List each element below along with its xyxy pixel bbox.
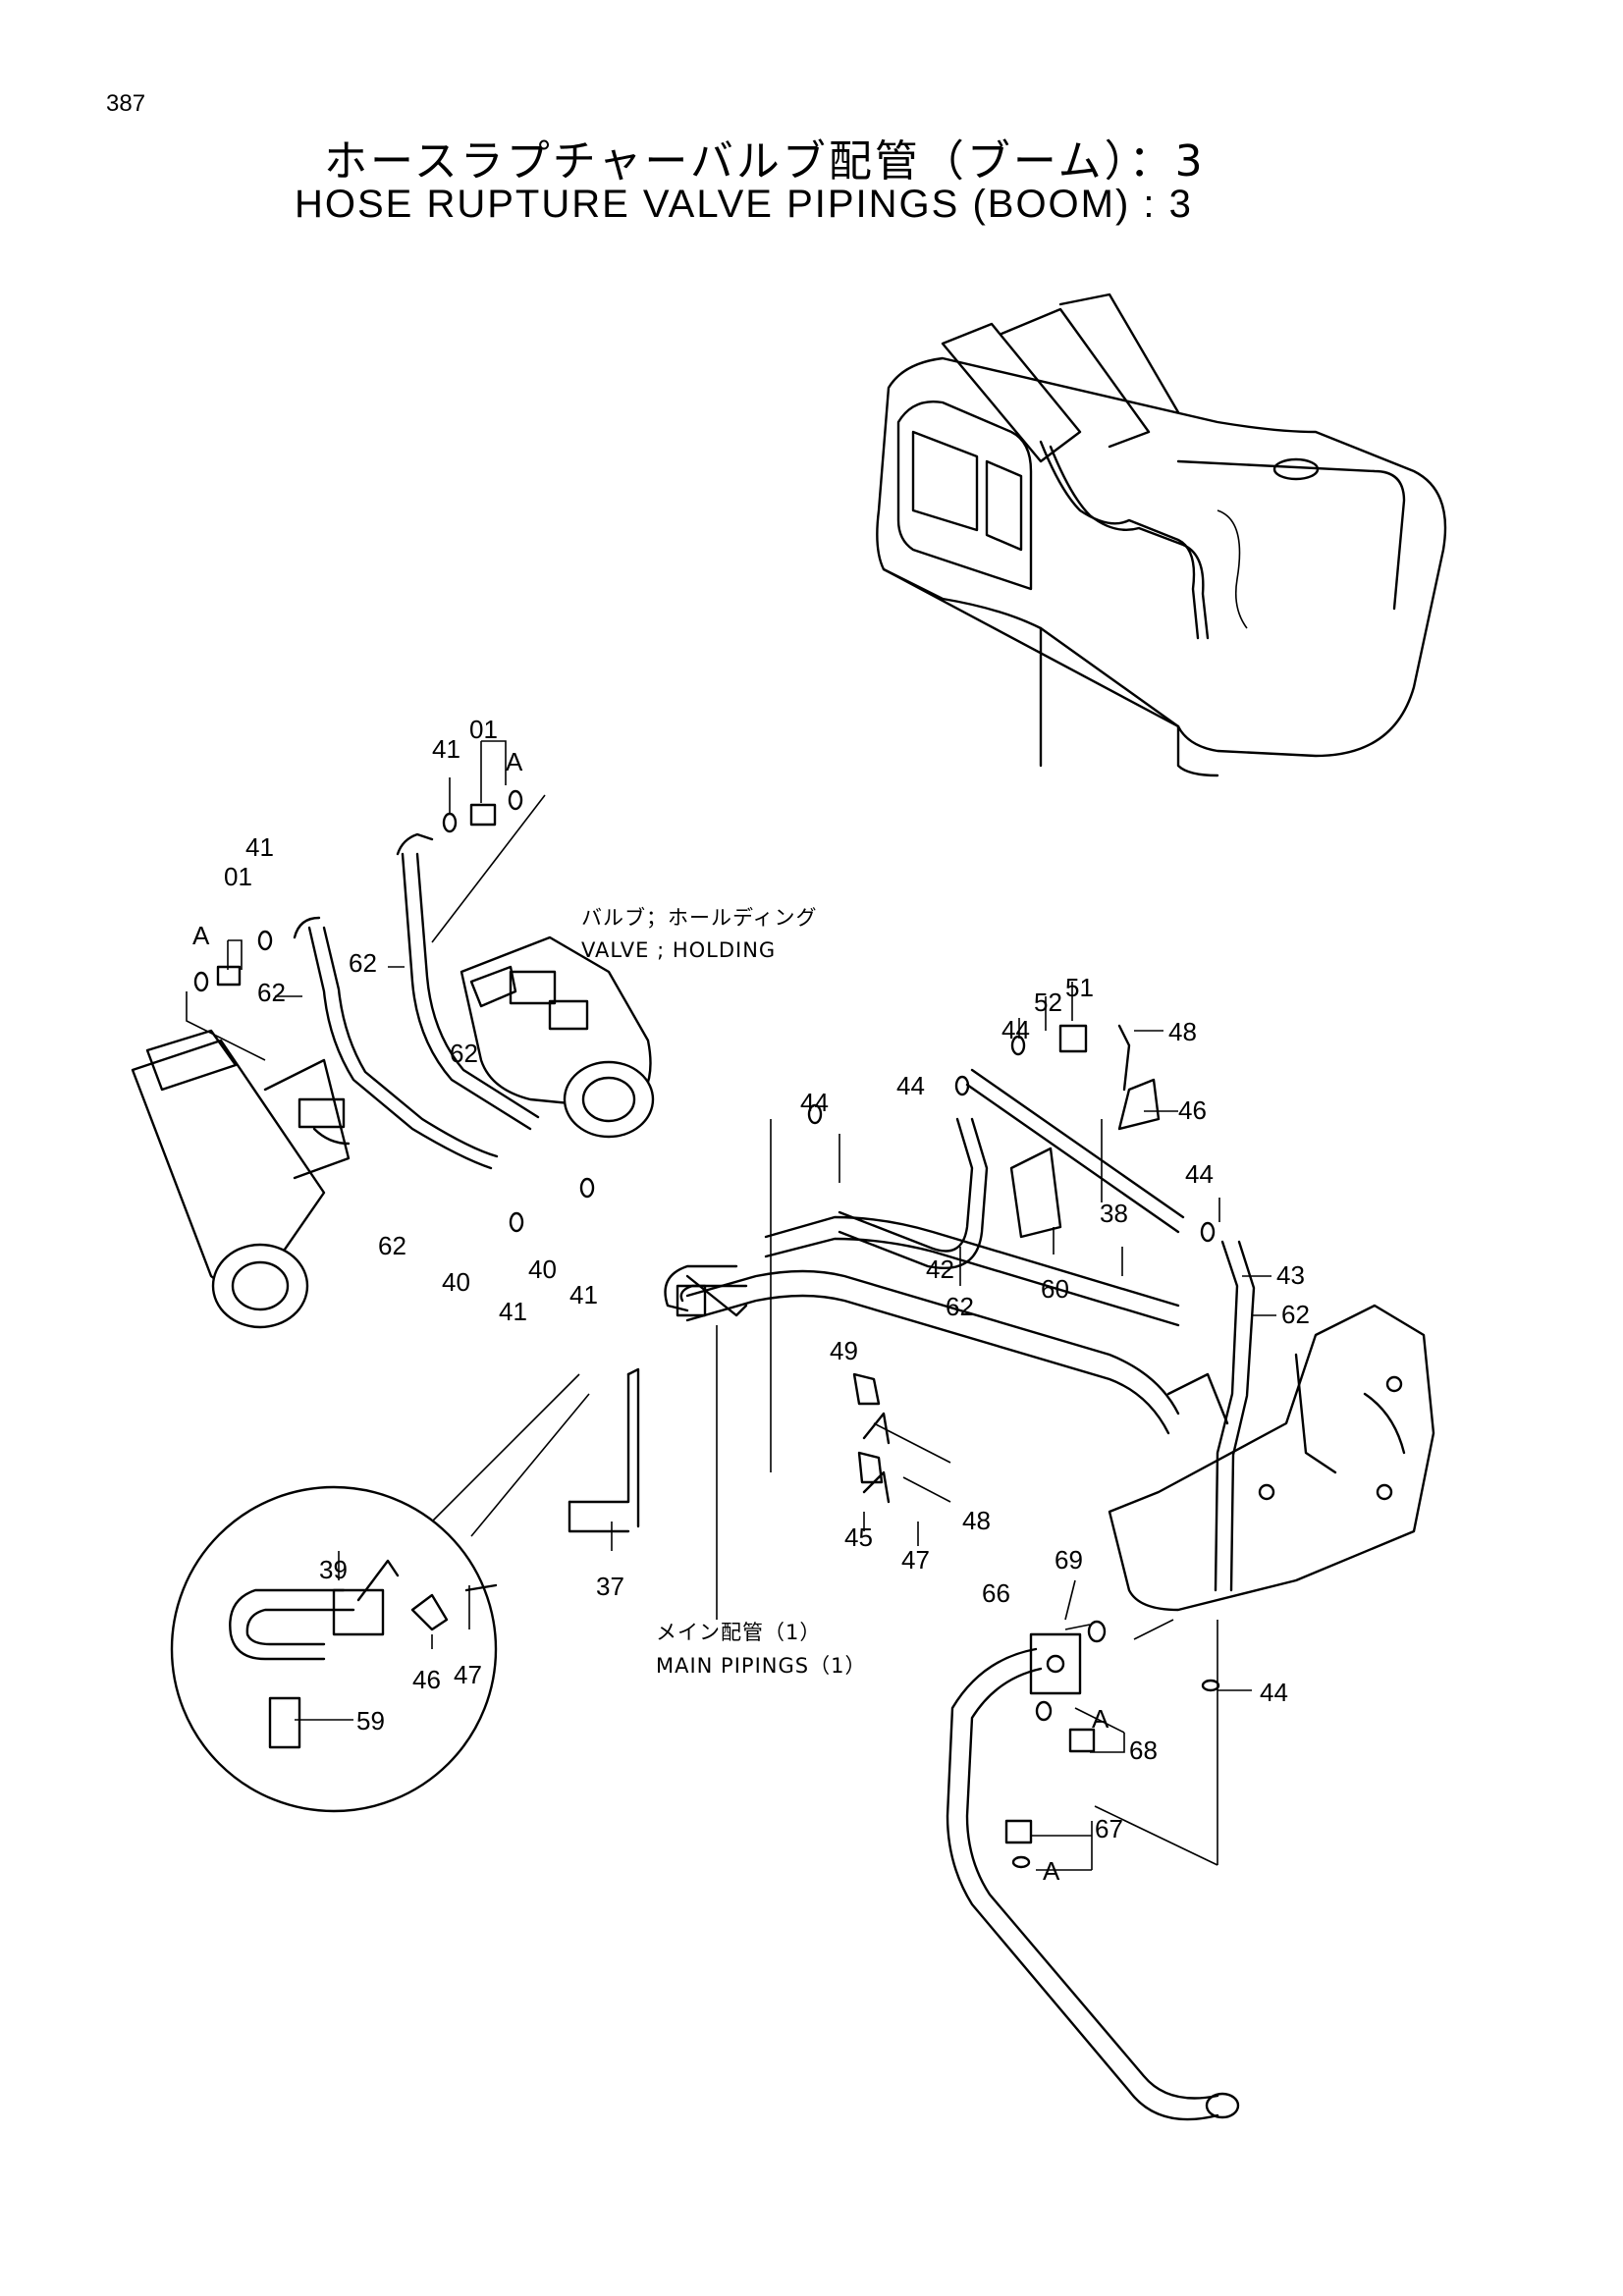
page-number: 387 [106, 90, 146, 117]
callout-66: 66 [982, 1578, 1010, 1608]
valve-label-english: VALVE ; HOLDING [581, 938, 776, 962]
callout-46-detail: 46 [412, 1665, 441, 1694]
callout-labels: 01 A 41 41 01 A 62 62 62 62 40 40 41 41 … [192, 715, 1310, 1886]
callout-45: 45 [844, 1522, 873, 1552]
boom-cylinder-left [131, 1029, 351, 1329]
callout-42: 42 [926, 1255, 954, 1284]
title-english: HOSE RUPTURE VALVE PIPINGS (BOOM) : 3 [295, 183, 1193, 226]
callout-47-detail: 47 [454, 1660, 482, 1689]
callout-38: 38 [1100, 1199, 1128, 1228]
main-piping-lines [685, 1215, 1180, 1435]
callout-41-low2: 41 [569, 1280, 598, 1309]
callout-62-hold: 62 [450, 1039, 478, 1068]
callout-69: 69 [1055, 1545, 1083, 1575]
callout-68: 68 [1129, 1735, 1158, 1765]
callout-44-c: 44 [1001, 1015, 1030, 1044]
callout-60: 60 [1041, 1274, 1069, 1304]
callout-40-left: 40 [442, 1267, 470, 1297]
pipe-66-assembly [946, 1632, 1240, 2121]
callout-52: 52 [1034, 988, 1062, 1017]
callout-62-low: 62 [378, 1231, 406, 1260]
callout-48-top: 48 [1168, 1017, 1197, 1046]
callout-59: 59 [356, 1706, 385, 1735]
callout-01-top: 01 [469, 715, 498, 744]
callout-A-67: A [1043, 1856, 1060, 1886]
hose-assemblies-right [838, 1068, 1256, 1592]
callout-62-left: 62 [257, 978, 286, 1007]
holding-valve-assembly [460, 935, 655, 1139]
callout-67: 67 [1095, 1814, 1123, 1843]
callout-44-a: 44 [800, 1088, 829, 1117]
callout-A-68: A [1092, 1704, 1109, 1734]
fittings-and-seals [193, 789, 1220, 1869]
callout-49: 49 [830, 1336, 858, 1365]
callout-44-e: 44 [1260, 1678, 1288, 1707]
pipe-39-assembly [568, 1264, 891, 1533]
main-pipings-label-english: MAIN PIPINGS（1） [656, 1654, 866, 1678]
callout-47-low: 47 [901, 1545, 930, 1575]
callout-A-top: A [506, 747, 523, 776]
excavator-overview-illustration [876, 293, 1447, 777]
callout-41-top: 41 [432, 734, 460, 764]
callout-62-mid: 62 [349, 948, 377, 978]
callout-40-right: 40 [528, 1255, 557, 1284]
callout-39: 39 [319, 1555, 348, 1584]
callout-A-left: A [192, 921, 210, 950]
control-valve-block [1108, 1304, 1435, 1612]
callout-44-b: 44 [896, 1071, 925, 1100]
callout-62-right: 62 [1281, 1300, 1310, 1329]
callout-41-left: 41 [245, 832, 274, 862]
callout-46-top: 46 [1178, 1095, 1207, 1125]
callout-48-low: 48 [962, 1506, 991, 1535]
callout-62-center: 62 [946, 1292, 974, 1321]
callout-51: 51 [1065, 973, 1094, 1002]
annotations: バルブ；ホールディング VALVE ; HOLDING メイン配管（1） MAI… [581, 906, 866, 1678]
callout-37: 37 [596, 1572, 624, 1601]
valve-label-japanese: バルブ；ホールディング [581, 906, 818, 930]
leader-lines [186, 740, 1276, 1871]
callout-43: 43 [1276, 1260, 1305, 1290]
callout-41-low: 41 [499, 1297, 527, 1326]
hose-assemblies-left [293, 832, 540, 1170]
detail-view-circle [170, 1373, 590, 1813]
callout-01-left: 01 [224, 862, 252, 891]
title-japanese: ホースラプチャーバルブ配管（ブーム）：3 [324, 136, 1206, 187]
callout-44-d: 44 [1185, 1159, 1214, 1189]
main-pipings-label-japanese: メイン配管（1） [656, 1621, 821, 1644]
